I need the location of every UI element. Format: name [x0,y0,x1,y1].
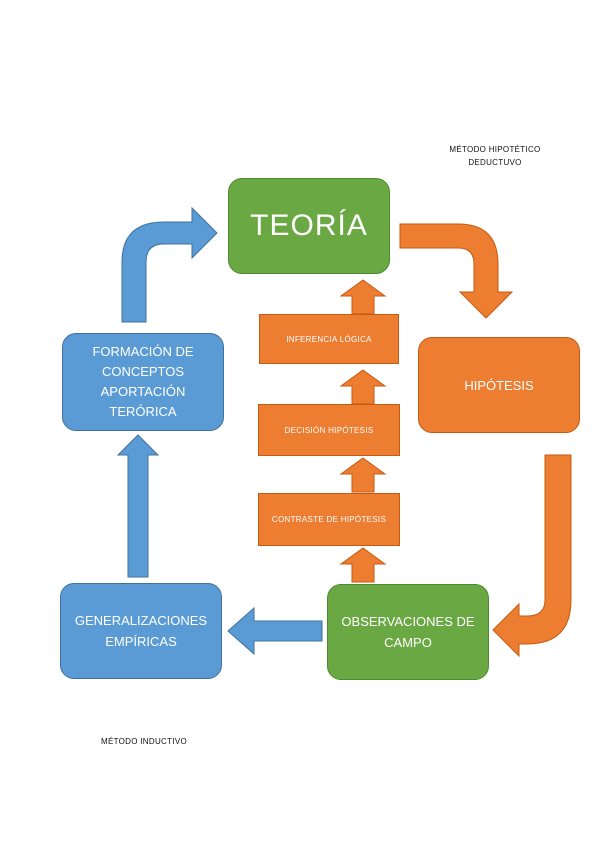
node-generalizaciones-line1: GENERALIZACIONES [74,613,208,628]
node-inferencia-label: INFERENCIA LÓGICA [286,334,372,344]
arrow-generalizaciones-to-formacion [116,434,160,578]
node-observaciones: OBSERVACIONES DE CAMPO [327,584,489,680]
node-observaciones-line1: OBSERVACIONES DE [341,614,475,629]
node-formacion-line3: APORTACIÓN [100,384,186,399]
arrow-up-to-contraste [339,547,387,583]
node-inferencia: INFERENCIA LÓGICA [259,314,399,364]
node-generalizaciones: GENERALIZACIONES EMPÍRICAS [60,583,222,679]
node-contraste-label: CONTRASTE DE HIPÓTESIS [271,515,387,524]
arrow-teoria-to-hipotesis [399,223,514,319]
node-hipotesis-label: HIPÓTESIS [464,377,534,393]
label-hipotetico-line1: MÉTODO HIPOTÉTICO [449,145,541,154]
arrow-up-to-decision [339,457,387,493]
node-formacion-line1: FORMACIÓN DE [92,344,194,359]
label-hipotetico-line2: DEDUCTUVO [468,158,522,167]
node-formacion: FORMACIÓN DE CONCEPTOS APORTACIÓN TERÓRI… [62,333,224,431]
arrow-up-to-inferencia [339,369,387,405]
label-metodo-inductivo: MÉTODO INDUCTIVO [84,735,204,748]
arrow-formacion-to-teoria [121,206,218,323]
label-metodo-hipotetico: MÉTODO HIPOTÉTICO DEDUCTUVO [430,143,560,169]
node-contraste: CONTRASTE DE HIPÓTESIS [258,493,400,546]
node-formacion-line4: TERÓRICA [109,404,177,419]
arrow-hipotesis-to-observaciones [492,454,572,658]
node-formacion-line2: CONCEPTOS [101,364,185,379]
node-teoria: TEORÍA [228,178,390,274]
arrow-up-to-teoria [339,279,387,315]
node-observaciones-line2: CAMPO [384,635,432,650]
label-inductivo-text: MÉTODO INDUCTIVO [101,737,187,746]
node-decision-label: DECISIÓN HIPÓTESIS [284,425,374,435]
node-teoria-label: TEORÍA [250,209,368,242]
node-hipotesis: HIPÓTESIS [418,337,580,433]
node-decision: DECISIÓN HIPÓTESIS [258,404,400,456]
node-generalizaciones-line2: EMPÍRICAS [105,634,177,649]
arrow-observaciones-to-generalizaciones [227,606,323,656]
